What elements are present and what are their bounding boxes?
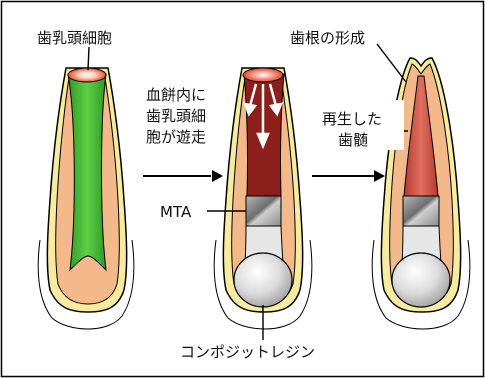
label-dental-papilla-cells: 歯乳頭細胞	[37, 29, 112, 47]
dental-papilla	[68, 68, 106, 82]
label-clot-line1: 血餅内に	[146, 86, 206, 104]
mta-layer	[403, 196, 439, 226]
label-mta: MTA	[160, 203, 192, 221]
papilla-pointer	[88, 47, 89, 70]
composite-resin-ball	[392, 253, 450, 307]
label-composite-resin: コンポジットレジン	[180, 343, 315, 361]
papilla-top	[243, 68, 283, 82]
label-clot-line3: 胞が遊走	[146, 128, 206, 146]
composite-resin-ball	[234, 253, 292, 307]
mta-layer	[246, 196, 281, 226]
label-regen-line2: 歯髄	[338, 131, 368, 149]
label-regen-line1: 再生した	[322, 110, 382, 128]
label-root-formation: 歯根の形成	[290, 29, 365, 47]
label-clot-line2: 歯乳頭細	[146, 107, 206, 125]
